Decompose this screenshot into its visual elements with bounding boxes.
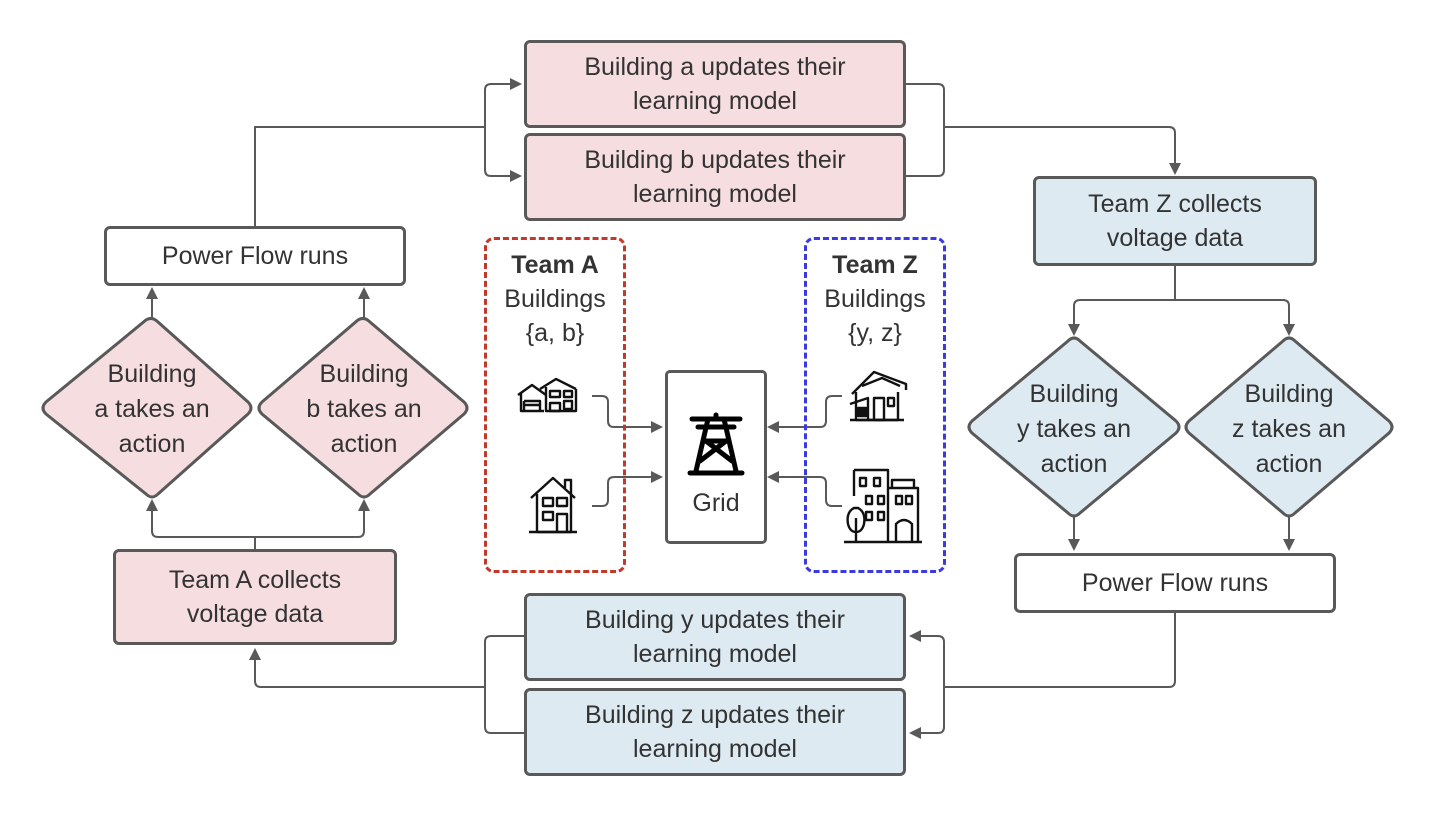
small-house-icon: [529, 476, 577, 534]
update-y-line1: Building y updates their: [585, 606, 845, 634]
update-box-y: Building y updates their learning model: [524, 593, 906, 681]
action-a-line1: Building: [107, 359, 197, 388]
action-z-line3: action: [1255, 449, 1323, 478]
diamond-action-y: [967, 336, 1181, 518]
action-b-label: Building b takes an action: [274, 356, 454, 462]
action-b-line2: b takes an: [306, 394, 422, 423]
team-a-collects-box: Team A collects voltage data: [113, 549, 397, 645]
update-box-b: Building b updates their learning model: [524, 133, 906, 221]
update-a-line1: Building a updates their: [584, 53, 846, 81]
update-a-line2: learning model: [633, 87, 797, 115]
modern-house-icon: [849, 370, 908, 422]
team-a-buildings-label: Buildings: [504, 285, 606, 313]
diamond-action-z: [1184, 336, 1394, 518]
action-a-line2: a takes an: [94, 394, 210, 423]
arrow-modern-house-to-grid: [767, 395, 842, 433]
grid-label: Grid: [692, 489, 740, 517]
powerflow-right-box: Power Flow runs: [1014, 553, 1336, 613]
action-z-line2: z takes an: [1232, 414, 1346, 443]
team-z-collects-line1: Team Z collects: [1088, 190, 1262, 218]
arrow-small-house-to-grid: [592, 471, 663, 507]
update-box-z: Building z updates their learning model: [524, 688, 906, 776]
update-box-a: Building a updates their learning model: [524, 40, 906, 128]
arrow-powerflow-to-update-b: [484, 127, 522, 182]
arrow-powerflow-to-update-y: [909, 613, 1176, 688]
team-z-group: Team Z Buildings {y, z}: [804, 237, 946, 573]
arrow-update-a-to-team-z: [906, 83, 1181, 175]
apartment-building-icon: [844, 468, 922, 544]
action-z-label: Building z takes an action: [1199, 376, 1379, 482]
arrow-team-a-to-action-b: [255, 499, 370, 538]
grid-box: Grid: [665, 370, 767, 544]
team-z-collects-box: Team Z collects voltage data: [1033, 176, 1317, 266]
arrow-update-z-to-team-a: [484, 687, 524, 734]
team-a-collects-line1: Team A collects: [168, 566, 342, 594]
arrow-team-z-to-action-z: [1175, 299, 1295, 336]
diamond-action-b: [257, 316, 469, 499]
team-z-collects-line2: voltage data: [1106, 224, 1244, 252]
diamond-action-a: [41, 316, 253, 499]
arrow-apartment-to-grid: [767, 471, 842, 507]
update-y-line2: learning model: [633, 640, 797, 668]
arrow-team-z-to-action-y: [1068, 265, 1176, 336]
arrow-house-garage-to-grid: [592, 395, 663, 433]
action-b-line3: action: [330, 429, 398, 458]
powerflow-right-label: Power Flow runs: [1081, 569, 1269, 597]
powerflow-left-box: Power Flow runs: [104, 226, 406, 286]
team-a-collects-line2: voltage data: [186, 600, 324, 628]
arrow-powerflow-to-update-a: [254, 78, 522, 226]
arrow-team-a-to-action-a: [146, 499, 256, 549]
action-z-line1: Building: [1244, 379, 1334, 408]
power-tower-icon: [687, 412, 745, 476]
arrow-powerflow-to-update-z: [909, 687, 945, 739]
powerflow-left-label: Power Flow runs: [161, 242, 349, 270]
team-a-buildings-set: {a, b}: [525, 319, 585, 347]
action-y-line2: y takes an: [1017, 414, 1131, 443]
action-a-line3: action: [118, 429, 186, 458]
team-z-buildings-label: Buildings: [824, 285, 926, 313]
team-a-title: Team A: [511, 251, 599, 279]
action-b-line1: Building: [319, 359, 409, 388]
update-b-line1: Building b updates their: [584, 146, 846, 174]
action-y-line1: Building: [1029, 379, 1119, 408]
house-garage-icon: [517, 377, 578, 413]
update-z-line2: learning model: [633, 735, 797, 763]
team-z-title: Team Z: [832, 251, 918, 279]
update-b-line2: learning model: [633, 180, 797, 208]
team-z-buildings-set: {y, z}: [848, 319, 902, 347]
action-y-line3: action: [1040, 449, 1108, 478]
update-z-line1: Building z updates their: [585, 701, 845, 729]
action-a-label: Building a takes an action: [62, 356, 242, 462]
arrow-update-b-to-team-z: [906, 127, 945, 177]
action-y-label: Building y takes an action: [984, 376, 1164, 482]
team-a-group: Team A Buildings {a, b}: [484, 237, 626, 573]
